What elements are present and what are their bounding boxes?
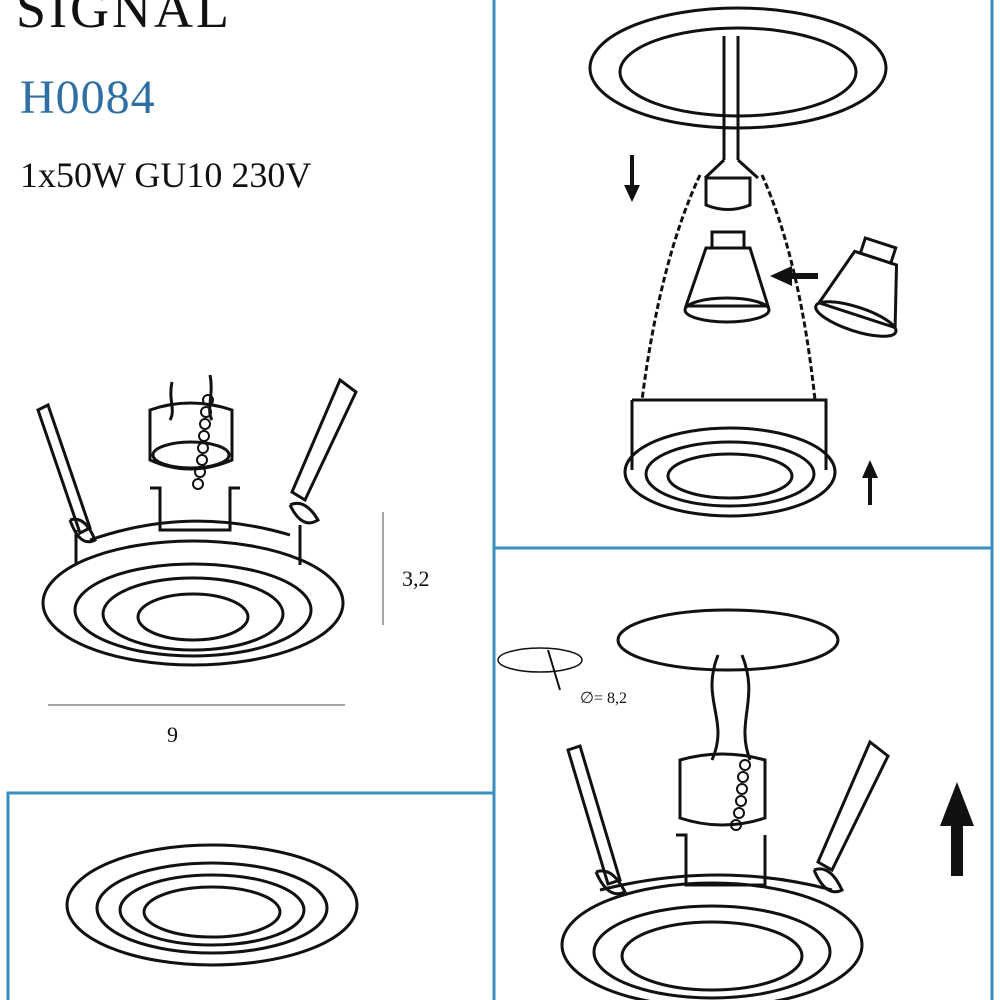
trim-aperture: [142, 885, 282, 939]
left-spring-clip: [36, 402, 92, 536]
arrow-left-icon: [770, 266, 818, 286]
product-code: H0084: [20, 71, 156, 124]
housing-top: [599, 873, 833, 892]
socket: [148, 401, 234, 471]
inner-ring: [620, 920, 804, 992]
housing-top: [89, 519, 291, 542]
bulb-pins: [710, 230, 746, 250]
outer-ring: [41, 539, 345, 667]
ceiling-hole: [616, 608, 840, 672]
ceiling-install-view: [497, 608, 890, 1000]
wire: [710, 654, 720, 761]
left-spring: [594, 869, 628, 896]
cutout-diameter-label: ∅= 8,2: [580, 690, 627, 707]
fixture-side-view: [36, 374, 358, 667]
panel-borders: [6, 0, 994, 1000]
light-aperture: [136, 592, 250, 642]
inner-ring: [101, 576, 285, 652]
middle-ring: [73, 562, 313, 658]
middle-ring: [592, 904, 832, 1000]
right-spring-clip: [290, 377, 358, 503]
saw-blade: [547, 649, 561, 691]
wire: [168, 381, 174, 421]
right-spring: [288, 501, 321, 525]
wire: [740, 654, 752, 761]
brand-title: SIGNAL: [16, 0, 232, 39]
lamp-socket: [704, 176, 752, 211]
safety-chain: [192, 394, 214, 490]
wire: [208, 374, 214, 421]
housing-middle-ring: [644, 440, 816, 508]
product-spec: 1x50W GU10 230V: [20, 155, 312, 195]
trim-inner-ring: [118, 873, 306, 947]
cable-split: [703, 158, 760, 180]
mount-bracket: [150, 486, 240, 532]
cutout-template: [497, 647, 583, 673]
gu10-bulb-replacement: [814, 236, 899, 338]
arrow-up-large-icon: [940, 782, 974, 876]
bottom-left-panel-border: [6, 791, 494, 1000]
trim-ring-view: [65, 843, 359, 967]
arrow-up-icon: [862, 460, 878, 505]
height-dimension-label: 3,2: [402, 566, 430, 591]
bulb-assembly-view: [588, 6, 899, 518]
right-chain: [760, 174, 817, 401]
socket-bottom: [151, 440, 231, 470]
housing-outer-ring: [623, 426, 837, 518]
width-dimension-label: 9: [167, 722, 178, 747]
trim-middle-ring: [95, 861, 329, 955]
housing-frame: [632, 398, 828, 470]
left-chain: [640, 174, 702, 401]
right-spring: [812, 867, 844, 894]
right-spring-clip: [816, 739, 890, 873]
housing-inner-ring: [666, 452, 794, 500]
socket: [678, 752, 767, 827]
bulb-lens: [683, 296, 771, 324]
left-spring-clip: [566, 744, 622, 886]
outer-ring: [560, 881, 864, 1000]
safety-chain: [730, 759, 751, 831]
trim-outer-ring: [65, 843, 359, 967]
arrow-down-icon: [624, 155, 640, 202]
